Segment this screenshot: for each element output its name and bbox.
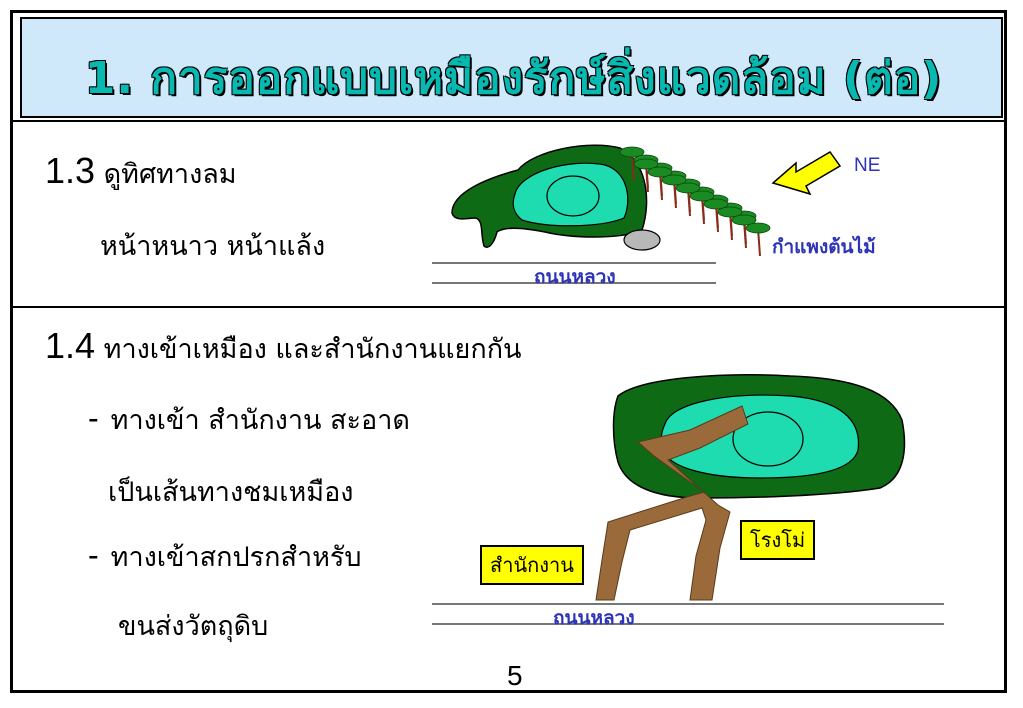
tree-icon: [703, 198, 729, 210]
road-label-1: ถนนหลวง: [534, 266, 616, 288]
bullet2-text: ทางเข้าสกปรกสำหรับ: [110, 542, 362, 573]
stockpile-rock: [623, 229, 661, 251]
tree-wall-label: กำแพงต้นไม้: [772, 236, 876, 258]
bullet1-line2: เป็นเส้นทางชมเหมือง: [108, 477, 354, 508]
bullet2-line1: -ทางเข้าสกปรกสำหรับ: [88, 535, 362, 578]
haul-road-path: [595, 405, 749, 601]
tree-icon: [731, 214, 757, 226]
tree-icon: [619, 146, 645, 158]
tree-icon: [633, 158, 659, 170]
bullet2-marker: -: [88, 537, 99, 573]
section2-heading: ทางเข้าเหมือง และสำนักงานแยกกัน: [103, 334, 522, 365]
tree-icon: [675, 182, 701, 194]
section1-number: 1.3: [45, 150, 96, 191]
mine-pit-inner: [512, 162, 629, 227]
section1-line2: หน้าหนาว หน้าแล้ง: [100, 231, 326, 262]
tree-icon: [689, 190, 715, 202]
bullet1-marker: -: [88, 400, 99, 436]
office-label: สำนักงาน: [480, 545, 584, 585]
section1-header: 1.3 ดูทิศทางลม: [45, 150, 237, 195]
bullet1-line1: -ทางเข้า สำนักงาน สะอาด: [88, 398, 410, 441]
bullet2-line2: ขนส่งวัตถุดิบ: [118, 611, 269, 642]
section2-header: 1.4 ทางเข้าเหมือง และสำนักงานแยกกัน: [45, 325, 522, 370]
mine-pit-core: [546, 175, 600, 217]
mill-label: โรงโม่: [740, 520, 816, 560]
page-number: 5: [507, 660, 523, 691]
divider-middle: [13, 306, 1007, 308]
tree-icon: [745, 222, 771, 234]
title-banner: 1. การออกแบบเหมืองรักษ์สิ่งแวดล้อม (ต่อ): [20, 17, 1003, 118]
access-diagram: [432, 374, 944, 625]
wind-direction-label: NE: [854, 155, 881, 176]
bullet1-text: ทางเข้า สำนักงาน สะอาด: [110, 405, 410, 436]
tree-icon: [717, 206, 743, 218]
wind-diagram: [432, 144, 842, 284]
divider-top: [13, 120, 1007, 122]
tree-icon: [647, 166, 673, 178]
section2-number: 1.4: [45, 325, 96, 366]
tree-icon: [661, 174, 687, 186]
mine-pit-core-2: [732, 411, 804, 467]
slide-title: 1. การออกแบบเหมืองรักษ์สิ่งแวดล้อม (ต่อ): [84, 53, 943, 104]
road-label-2: ถนนหลวง: [553, 607, 635, 629]
tree-wall: [619, 146, 771, 257]
wind-arrow-icon: [771, 151, 842, 196]
slide-frame: [10, 10, 1007, 693]
section1-heading: ดูทิศทางลม: [103, 159, 237, 190]
